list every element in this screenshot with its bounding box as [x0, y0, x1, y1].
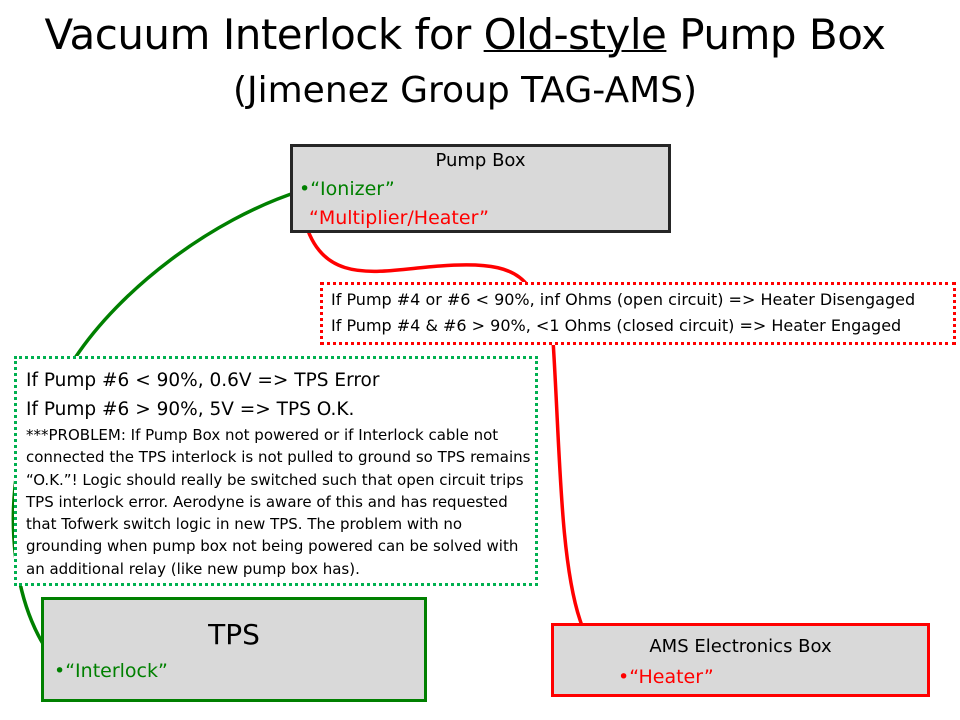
ionizer-label: •“Ionizer” — [299, 178, 395, 200]
ams-heater-label: •“Heater” — [618, 666, 714, 688]
slide-subtitle: (Jimenez Group TAG-AMS) — [232, 70, 698, 111]
tps-note-line2: If Pump #6 > 90%, 5V => TPS O.K. — [26, 399, 355, 420]
ionizer-connector — [73, 189, 301, 359]
tps-box-title: TPS — [208, 618, 260, 651]
heater-note-line2: If Pump #4 & #6 > 90%, <1 Ohms (closed c… — [331, 316, 902, 335]
tps-note-line1: If Pump #6 < 90%, 0.6V => TPS Error — [26, 370, 380, 391]
heater-note-line1: If Pump #4 or #6 < 90%, inf Ohms (open c… — [331, 290, 916, 309]
tps-logic-note: If Pump #6 < 90%, 0.6V => TPS Error If P… — [14, 356, 538, 586]
heater-connector-top — [301, 213, 530, 288]
ams-electronics-box: AMS Electronics Box •“Heater” — [551, 623, 930, 697]
multiplier-heater-label: “Multiplier/Heater” — [309, 207, 490, 229]
tps-problem-text: ***PROBLEM: If Pump Box not powered or i… — [26, 426, 531, 578]
pump-box-title: Pump Box — [435, 150, 526, 171]
ams-box-title: AMS Electronics Box — [649, 636, 832, 657]
tps-box: TPS •“Interlock” — [41, 597, 427, 702]
pump-box: Pump Box •“Ionizer” “Multiplier/Heater” — [290, 144, 671, 233]
slide-title: Vacuum Interlock for Old-style Pump Box — [44, 10, 886, 59]
heater-logic-note: If Pump #4 or #6 < 90%, inf Ohms (open c… — [320, 282, 956, 345]
interlock-label: •“Interlock” — [54, 660, 168, 682]
